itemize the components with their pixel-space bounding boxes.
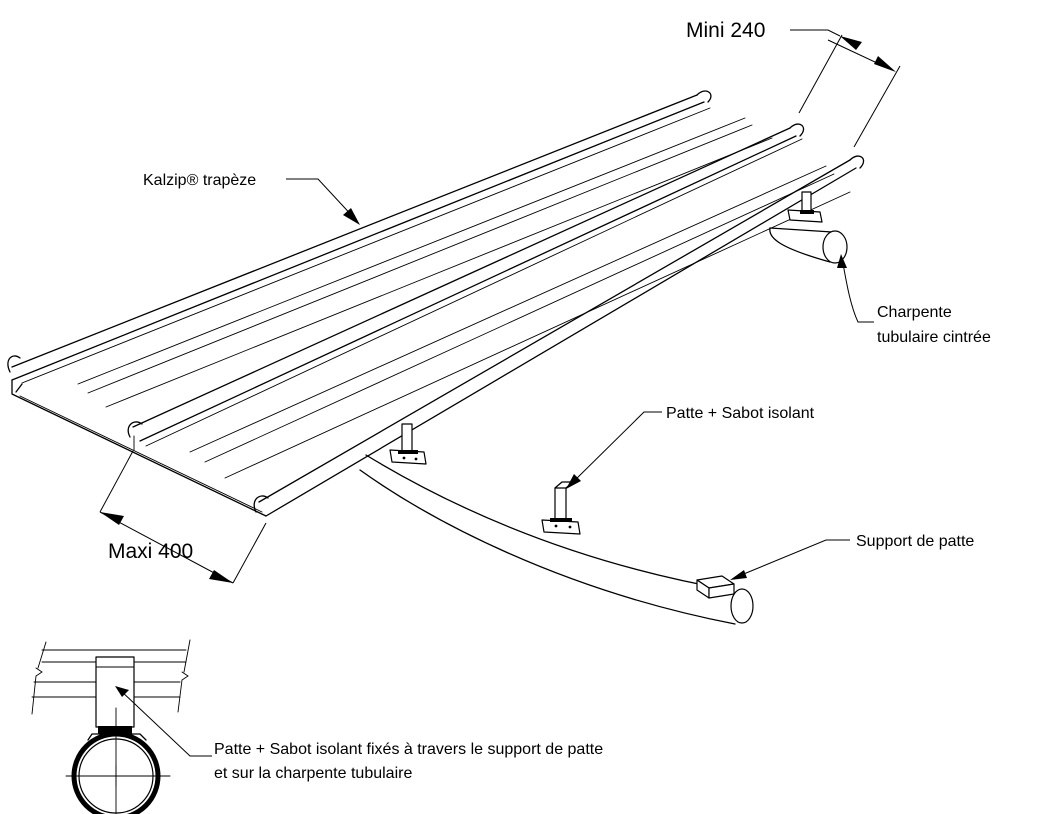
label-frame-line1: Charpente bbox=[877, 304, 952, 321]
tube-back bbox=[769, 227, 848, 264]
dimension-maxi bbox=[99, 450, 267, 584]
detail-view bbox=[31, 639, 212, 814]
clip-front-left bbox=[389, 423, 427, 465]
leader-support bbox=[730, 539, 850, 580]
clip-middle bbox=[541, 481, 581, 535]
label-frame-line2: tubulaire cintrée bbox=[877, 329, 991, 346]
label-sheet: Kalzip® trapèze bbox=[143, 172, 256, 189]
label-min-width: Mini 240 bbox=[686, 19, 765, 42]
label-clip-support: Support de patte bbox=[856, 533, 974, 550]
kalzip-sheet bbox=[7, 90, 865, 517]
leader-frame bbox=[837, 254, 874, 323]
label-detail-line1: Patte + Sabot isolant fixés à travers le… bbox=[214, 741, 603, 758]
label-detail-line2: et sur la charpente tubulaire bbox=[214, 765, 412, 782]
label-max-width: Maxi 400 bbox=[108, 540, 193, 563]
tube-front bbox=[359, 454, 754, 625]
label-clip: Patte + Sabot isolant bbox=[666, 405, 815, 422]
leader-clip bbox=[566, 411, 662, 489]
dimension-mini bbox=[790, 29, 901, 148]
leader-sheet bbox=[286, 178, 360, 225]
clip-back bbox=[787, 191, 823, 223]
clip-support-block bbox=[696, 575, 735, 599]
